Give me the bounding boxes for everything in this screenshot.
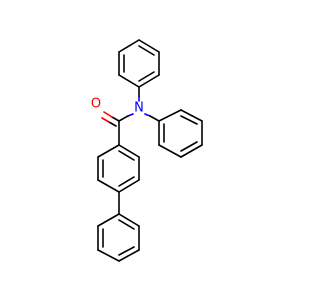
bond (118, 144, 140, 158)
bond (138, 39, 160, 53)
carbonyl-group (101, 111, 120, 127)
bond (118, 39, 140, 53)
bond (118, 213, 140, 227)
bond (118, 179, 140, 193)
amide-nitrogen-bonds (118, 86, 160, 122)
bond (101, 117, 110, 123)
bond (127, 113, 134, 117)
bond (118, 176, 135, 187)
bond (97, 249, 120, 262)
bond (180, 109, 203, 122)
bond (97, 179, 120, 193)
bond (118, 150, 135, 161)
bond (138, 74, 160, 88)
bond (158, 144, 182, 158)
phenyl-ring-right (158, 109, 203, 158)
phenylene-ring-center (97, 144, 140, 193)
nitrogen-atom-label: N (134, 101, 144, 116)
bond (180, 144, 203, 158)
bond (118, 74, 140, 88)
oxygen-atom-label: O (91, 97, 101, 112)
bond (118, 219, 135, 230)
canvas-background (0, 0, 300, 300)
phenyl-ring-top (118, 39, 160, 88)
molecule-structure: N O (0, 0, 300, 300)
bond (118, 115, 129, 122)
bond (180, 141, 198, 152)
bond (158, 109, 182, 122)
phenyl-ring-bottom (97, 213, 140, 262)
bond (103, 111, 113, 118)
bond (108, 121, 117, 127)
bond (144, 113, 151, 117)
bond (118, 249, 140, 262)
bond (111, 116, 120, 122)
bond (180, 115, 198, 125)
bond (118, 246, 135, 256)
bond (138, 71, 155, 82)
bond (97, 213, 120, 227)
bond (97, 144, 120, 158)
bond (138, 45, 155, 56)
bond (149, 115, 160, 122)
